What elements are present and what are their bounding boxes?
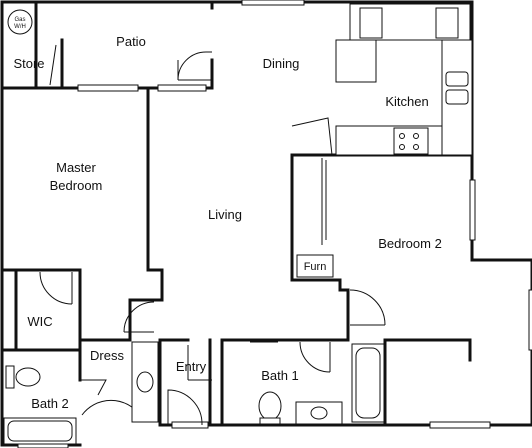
dress-label: Dress [90, 348, 124, 363]
wic-label: WIC [27, 314, 52, 329]
bath2-label: Bath 2 [31, 396, 69, 411]
room-labels: Store Patio Dining Kitchen Master Bedroo… [13, 34, 441, 411]
bedroom2-label: Bedroom 2 [378, 236, 442, 251]
entry-label: Entry [176, 359, 207, 374]
kitchen-fixtures [291, 3, 473, 156]
gas-water-heater: Gas W/H [7, 9, 33, 35]
furn-label: Furn [304, 261, 327, 273]
master-bedroom-label-line1: Master [56, 160, 96, 175]
patio-label: Patio [116, 34, 146, 49]
bath-fixtures [3, 341, 385, 445]
windows [17, 0, 532, 448]
bath1-label: Bath 1 [261, 368, 299, 383]
master-bedroom-label-line2: Bedroom [50, 178, 103, 193]
furnace: Furn [296, 254, 334, 278]
dining-label: Dining [263, 56, 300, 71]
store-label: Store [13, 56, 44, 71]
doors [39, 44, 386, 426]
wh-label: W/H [14, 24, 26, 30]
gas-label: Gas [14, 17, 25, 23]
living-label: Living [208, 207, 242, 222]
kitchen-label: Kitchen [385, 94, 428, 109]
